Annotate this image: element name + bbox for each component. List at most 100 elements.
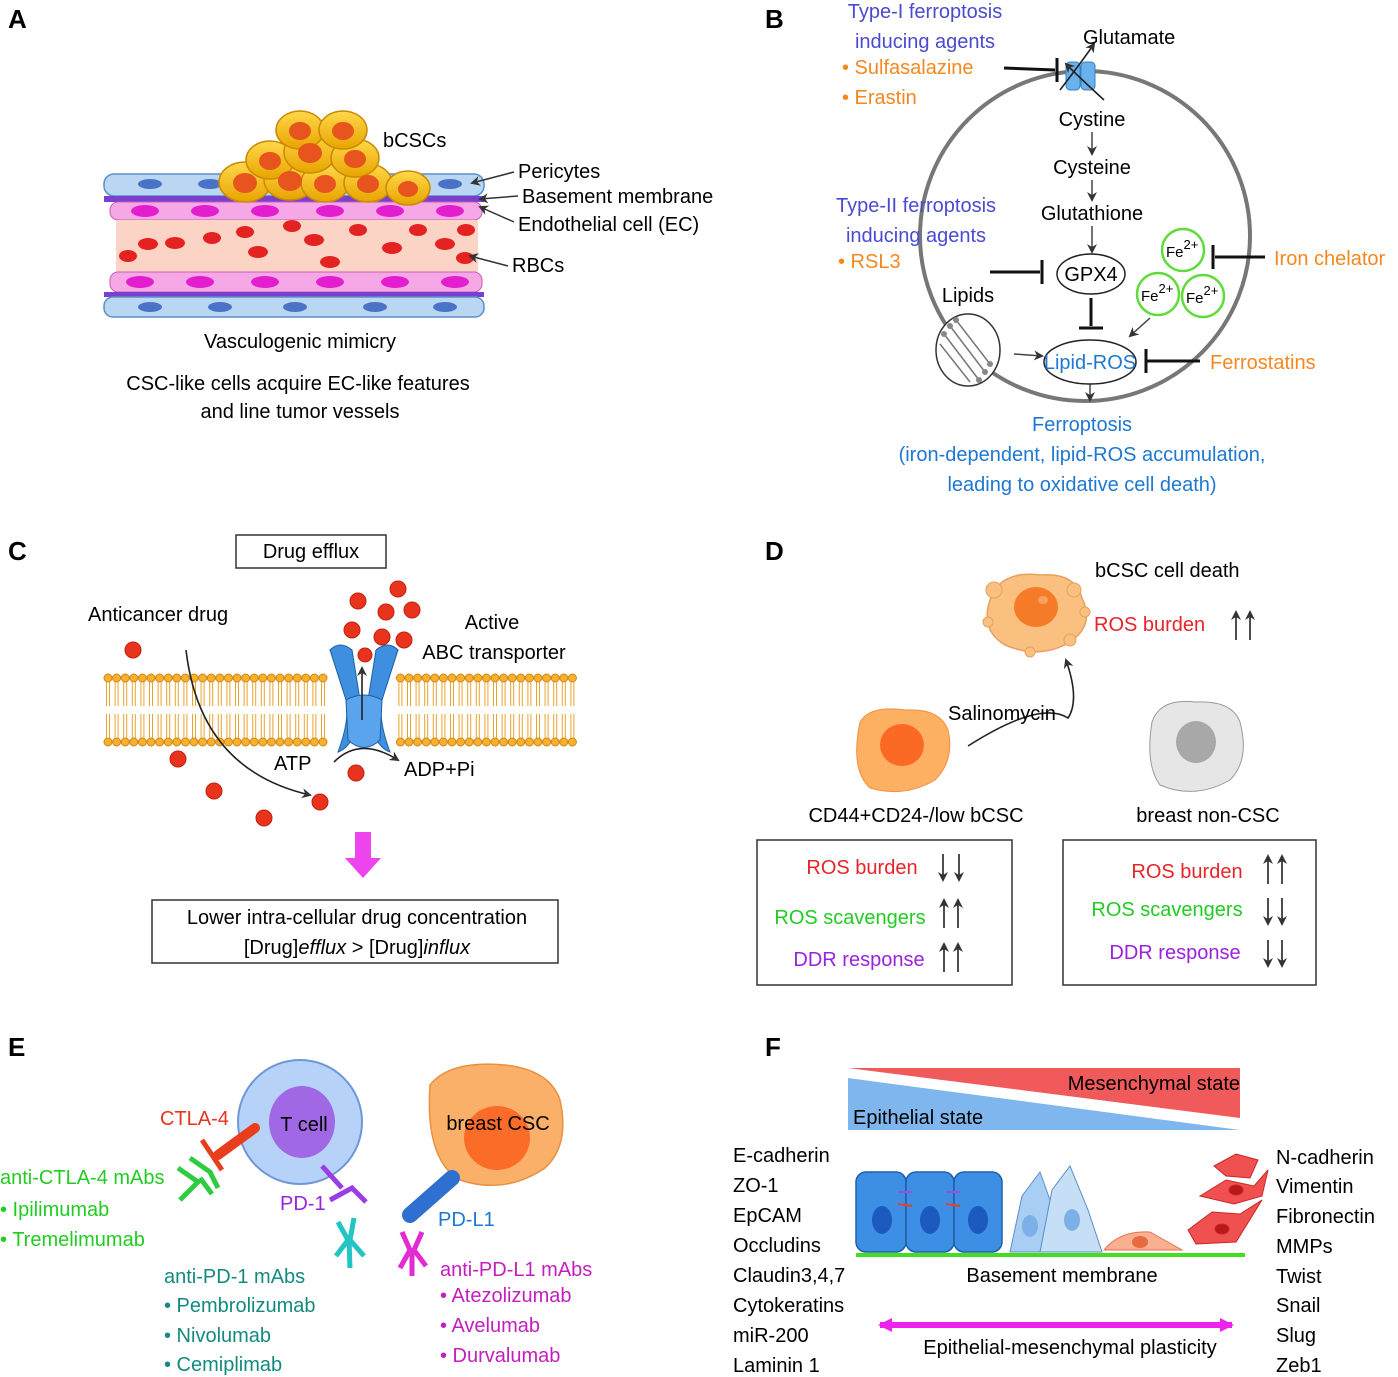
lipid-head [421, 737, 431, 747]
pdl1-ligand [402, 1170, 460, 1223]
lipid-tail [131, 714, 136, 738]
lipid-head [232, 673, 242, 683]
epithelial-marker: ZO-1 [733, 1175, 779, 1197]
lipid-head [249, 737, 259, 747]
bcsc-ddr-response: DDR response [793, 949, 924, 971]
pd1-receptor [320, 1164, 368, 1204]
lipid-tail [484, 682, 489, 706]
lipid-head [266, 673, 276, 683]
lipid-head [120, 737, 130, 747]
lipid-tail [243, 714, 248, 738]
noncsc-arrows [1263, 854, 1287, 968]
pericytes-label: Pericytes [518, 161, 600, 183]
endothelial-row-top [109, 201, 483, 221]
mesenchymal-marker: Fibronectin [1276, 1206, 1375, 1228]
panel-a-caption-1: CSC-like cells acquire EC-like features [126, 373, 469, 395]
lipid-head [215, 673, 225, 683]
lipid-head [490, 737, 500, 747]
drug-efflux-label: Drug efflux [263, 541, 359, 563]
lipid-head [129, 673, 139, 683]
rsl3-inhibition [990, 260, 1044, 284]
lipid-head [112, 673, 122, 683]
lipid-head [516, 737, 526, 747]
lipid-head [516, 673, 526, 683]
mesenchymal-state-label: Mesenchymal state [1068, 1073, 1240, 1095]
lipid-head [258, 737, 268, 747]
lipid-head [309, 673, 319, 683]
lipid-tail [312, 682, 317, 706]
bcscs-label: bCSCs [383, 130, 446, 152]
lipid-head [473, 737, 483, 747]
cystine-glutamate-transporter [1059, 42, 1105, 101]
fe-ion-2: Fe2+ [1141, 281, 1173, 305]
lipid-head [223, 673, 233, 683]
lipid-tail [544, 714, 549, 738]
pd1-drug-1: • Pembrolizumab [164, 1295, 316, 1317]
bcsc-ros-burden: ROS burden [806, 857, 917, 879]
atp-label: ATP [274, 753, 311, 775]
lipid-head [413, 737, 423, 747]
lipid-membrane [103, 673, 577, 747]
bcsc-cell [856, 708, 951, 793]
panel-e-label: E [8, 1032, 25, 1062]
dying-bcsc-cell [982, 573, 1091, 658]
lipid-head [438, 673, 448, 683]
lipid-tail [527, 682, 532, 706]
lipid-tail [286, 682, 291, 706]
lipid-tail [321, 682, 325, 706]
mesenchymal-cells [1187, 1153, 1269, 1245]
panel-c: C Drug efflux Anticancer drug Active ABC… [8, 534, 577, 964]
iron-chelator-label: Iron chelator [1274, 248, 1386, 270]
lipid-head [198, 673, 208, 683]
lipid-head [507, 673, 517, 683]
anti-pdl1-antibody-icon [397, 1230, 428, 1276]
lipid-tail [269, 682, 274, 706]
lipid-head [559, 673, 569, 683]
drug-influx-arrow [185, 649, 312, 799]
erastin-label: • Erastin [842, 87, 917, 109]
lipid-tail [518, 714, 523, 738]
ctla4-receptor [199, 1123, 260, 1172]
lipid-tail [407, 682, 411, 706]
lipid-ros-oval [1043, 339, 1137, 385]
panel-a: A [8, 4, 713, 423]
lipid-tail [553, 682, 558, 706]
lipid-head [550, 673, 560, 683]
lipid-tail [570, 682, 575, 706]
lipid-tail [450, 682, 454, 706]
ros-burden-top-label: ROS burden [1094, 614, 1205, 636]
lipid-head [567, 673, 577, 683]
iron-ions: Fe2+ Fe2+ Fe2+ [1135, 227, 1226, 319]
anti-pdl1-label: anti-PD-L1 mAbs [440, 1259, 592, 1281]
lipid-head [499, 737, 509, 747]
salinomycin-label: Salinomycin [948, 703, 1056, 725]
pd1-label: PD-1 [280, 1193, 326, 1215]
lipid-tail [312, 714, 317, 738]
lipid-tail [192, 714, 196, 738]
lipid-tail [166, 714, 171, 738]
epithelial-markers: E-cadherin ZO-1 EpCAM Occludins Claudin3… [733, 1145, 845, 1377]
lipid-head [318, 673, 328, 683]
lipid-tail [174, 682, 179, 706]
pd1-drug-2: • Nivolumab [164, 1325, 271, 1347]
lipid-tail [303, 714, 308, 738]
fe-ion-1: Fe2+ [1166, 237, 1198, 261]
lipid-tail [501, 714, 506, 738]
mesenchymal-marker: Zeb1 [1276, 1355, 1322, 1377]
mesenchymal-marker: Slug [1276, 1325, 1316, 1347]
lipid-tail [467, 714, 472, 738]
type2-agents-line1: Type-II ferroptosis [836, 195, 996, 217]
lipid-tail [458, 714, 463, 738]
lipid-head [447, 737, 457, 747]
lipid-tail [174, 714, 179, 738]
cystine-label: Cystine [1059, 109, 1126, 131]
pathway-arrows [1013, 132, 1151, 402]
lipid-tail [269, 714, 274, 738]
epithelial-marker: Cytokeratins [733, 1295, 844, 1317]
panel-c-label: C [8, 536, 27, 566]
lipid-tail [157, 682, 162, 706]
lipid-head [146, 737, 156, 747]
lipid-tail [243, 682, 248, 706]
lipid-tail [424, 682, 429, 706]
